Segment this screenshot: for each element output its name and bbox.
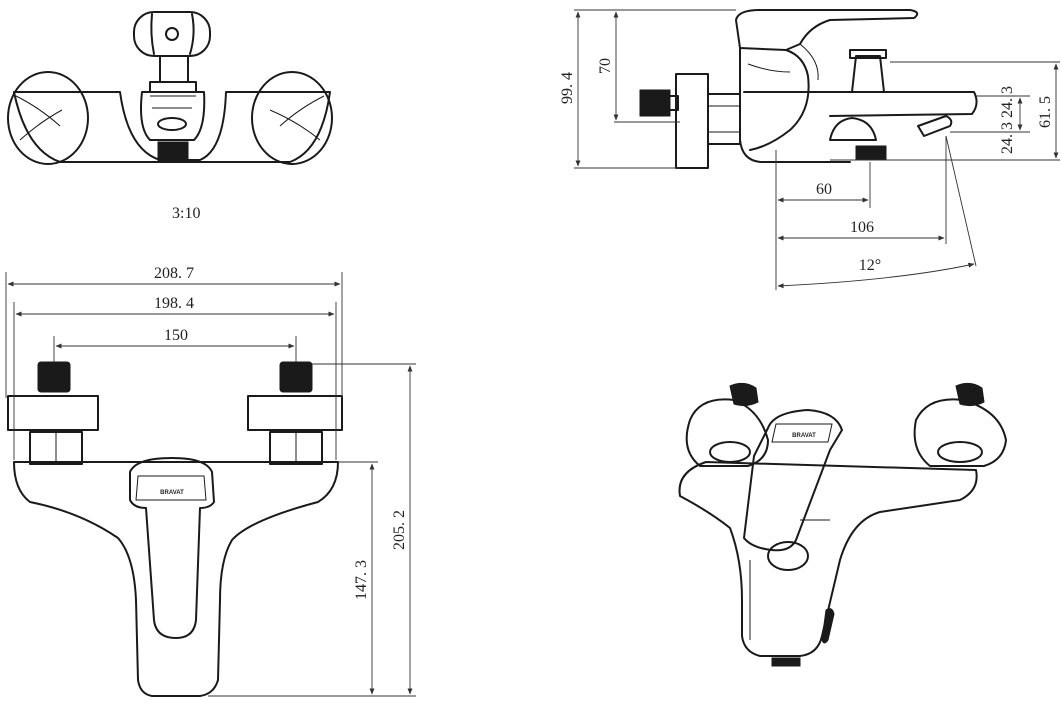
scale-label: 3:10	[172, 205, 200, 222]
brand-logo-perspective: BRAVAT	[792, 433, 816, 439]
front-view: BRAVAT	[7, 361, 343, 697]
dim-total-height: 205. 2	[391, 510, 408, 550]
dim-outlet-106: 106	[850, 219, 874, 236]
perspective-view: BRAVAT	[678, 382, 1007, 667]
dim-spout-drop-a: 24. 3	[999, 86, 1016, 118]
side-dimensions: 99. 4 70 61. 5 24. 3 24. 3 60 106 12°	[559, 9, 1060, 290]
dim-side-height: 99. 4	[559, 72, 576, 104]
dim-right-height: 61. 5	[1037, 96, 1054, 128]
top-view	[7, 11, 333, 165]
brand-logo-front: BRAVAT	[160, 490, 184, 496]
dim-upper-height: 70	[597, 58, 614, 74]
dim-centers: 150	[164, 327, 188, 344]
dim-outer-width: 198. 4	[154, 295, 194, 312]
dim-angle: 12°	[859, 257, 881, 274]
dim-outlet-60: 60	[816, 181, 832, 198]
side-view	[639, 9, 978, 169]
dim-total-width: 208. 7	[154, 265, 194, 282]
dim-spout-height: 147. 3	[353, 560, 370, 600]
dim-spout-drop-b: 24. 3	[999, 122, 1016, 154]
front-dimensions: 208. 7 198. 4 150 205. 2 147. 3	[5, 265, 416, 697]
